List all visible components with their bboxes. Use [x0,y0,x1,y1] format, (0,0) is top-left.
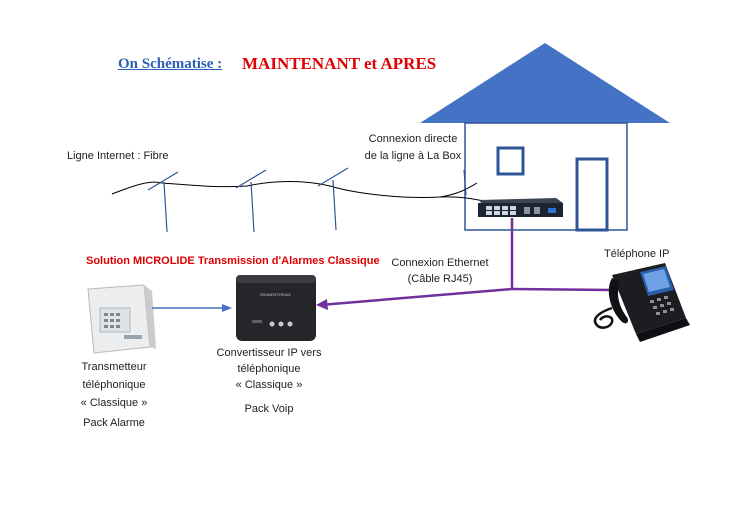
label-converter-line2: téléphonique [237,363,301,375]
label-ip-phone: Téléphone IP [604,248,670,260]
label-pack-alarm: Pack Alarme [83,417,145,429]
alarm-transmitter [87,284,156,354]
label-transmitter: Transmetteur téléphonique « Classique » [64,358,164,412]
title-prefix: On Schématise : [118,56,223,72]
ethernet-cable-to-phone [511,287,613,292]
label-direct-connection-line2: de la ligne à La Box [364,150,462,162]
label-transmitter-line3: « Classique » [80,397,148,409]
network-box [478,198,563,217]
house-window [496,146,525,176]
alarm-link-arrowhead [222,304,232,312]
ip-telephone [593,263,690,342]
converter-brand: GRANDSTREAM [259,292,290,297]
ethernet-arrowhead [316,299,328,310]
label-ethernet-line1: Connexion Ethernet [391,257,489,269]
house-roof [420,43,670,123]
label-direct-connection: Connexion directe de la ligne à La Box [358,131,468,165]
utility-pole-2 [235,169,267,233]
utility-pole-1 [147,171,179,233]
ip-converter: GRANDSTREAM [236,275,316,341]
label-pack-voip: Pack Voip [244,403,294,415]
label-ethernet-line2: (Câble RJ45) [407,273,473,285]
utility-pole-4 [463,169,467,196]
label-fiber-line: Ligne Internet : Fibre [67,150,169,162]
house-door [575,157,609,232]
label-ethernet: Connexion Ethernet (Câble RJ45) [388,255,492,287]
label-transmitter-line2: téléphonique [82,379,146,391]
fiber-cable [111,181,478,199]
label-direct-connection-line1: Connexion directe [368,133,458,145]
label-solution: Solution MICROLIDE Transmission d'Alarme… [86,255,380,267]
page-title: MAINTENANT et APRES [242,54,437,73]
label-converter-line3: « Classique » [235,379,303,391]
label-converter: Convertisseur IP vers téléphonique « Cla… [204,345,334,393]
label-converter-line1: Convertisseur IP vers [216,347,322,359]
utility-pole-3 [317,167,349,231]
label-transmitter-line1: Transmetteur [81,361,147,373]
